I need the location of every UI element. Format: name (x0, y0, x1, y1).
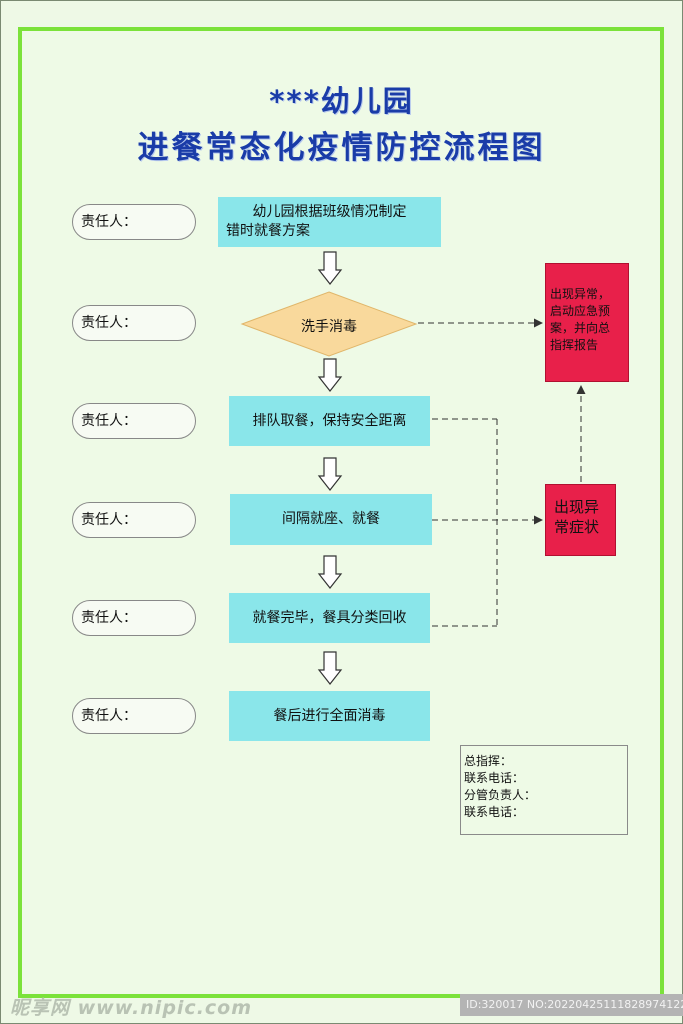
contact-deputy-lead: 分管负责人： (464, 788, 537, 802)
contact-chief-commander: 总指挥： (464, 754, 513, 768)
down-arrow-icon (317, 555, 343, 589)
contact-phone-2: 联系电话： (464, 805, 525, 819)
down-arrow-icon (317, 358, 343, 392)
alert-report-line: 出现异常， (550, 287, 611, 301)
down-arrow-icon (317, 251, 343, 285)
responsible-pill-1: 责任人： (72, 204, 196, 240)
title-kindergarten: ***幼儿园 (269, 84, 414, 118)
responsible-pill-2: 责任人： (72, 305, 196, 341)
step-plan-staggered-meals: 幼儿园根据班级情况制定 错时就餐方案 (218, 197, 441, 247)
responsible-pill-4: 责任人： (72, 502, 196, 538)
step-queue-for-meal: 排队取餐，保持安全距离 (229, 396, 430, 446)
contact-info-box: 总指挥： 联系电话： 分管负责人： 联系电话： (460, 745, 628, 835)
alert-report-line: 指挥报告 (550, 338, 599, 352)
site-watermark: 昵享网 www.nipic.com (10, 997, 253, 1019)
step-plan-line-1: 幼儿园根据班级情况制定 (252, 204, 407, 220)
step-plan-line-2: 错时就餐方案 (226, 223, 310, 239)
alert-symptoms-line: 出现异 (554, 498, 600, 516)
down-arrow-icon (317, 457, 343, 491)
responsible-pill-6: 责任人： (72, 698, 196, 734)
alert-abnormal-symptoms: 出现异 常症状 (545, 484, 616, 556)
step-spaced-seating: 间隔就座、就餐 (230, 494, 432, 545)
alert-report-line: 启动应急预 (550, 304, 611, 318)
handwash-diamond (240, 291, 418, 357)
contact-phone-1: 联系电话： (464, 771, 525, 785)
down-arrow-icon (317, 651, 343, 685)
title-flowchart: 进餐常态化疫情防控流程图 (137, 130, 546, 166)
alert-emergency-report: 出现异常， 启动应急预 案，并向总 指挥报告 (545, 263, 629, 382)
step-tableware-recycle: 就餐完毕，餐具分类回收 (229, 593, 430, 643)
alert-symptoms-line: 常症状 (554, 518, 600, 536)
alert-report-line: 案，并向总 (550, 321, 611, 335)
responsible-pill-3: 责任人： (72, 403, 196, 439)
responsible-pill-5: 责任人： (72, 600, 196, 636)
step-full-disinfection: 餐后进行全面消毒 (229, 691, 430, 741)
image-id-bar: ID:320017 NO:20220425111828974122 (460, 994, 683, 1016)
step-handwash-label: 洗手消毒 (301, 319, 357, 335)
